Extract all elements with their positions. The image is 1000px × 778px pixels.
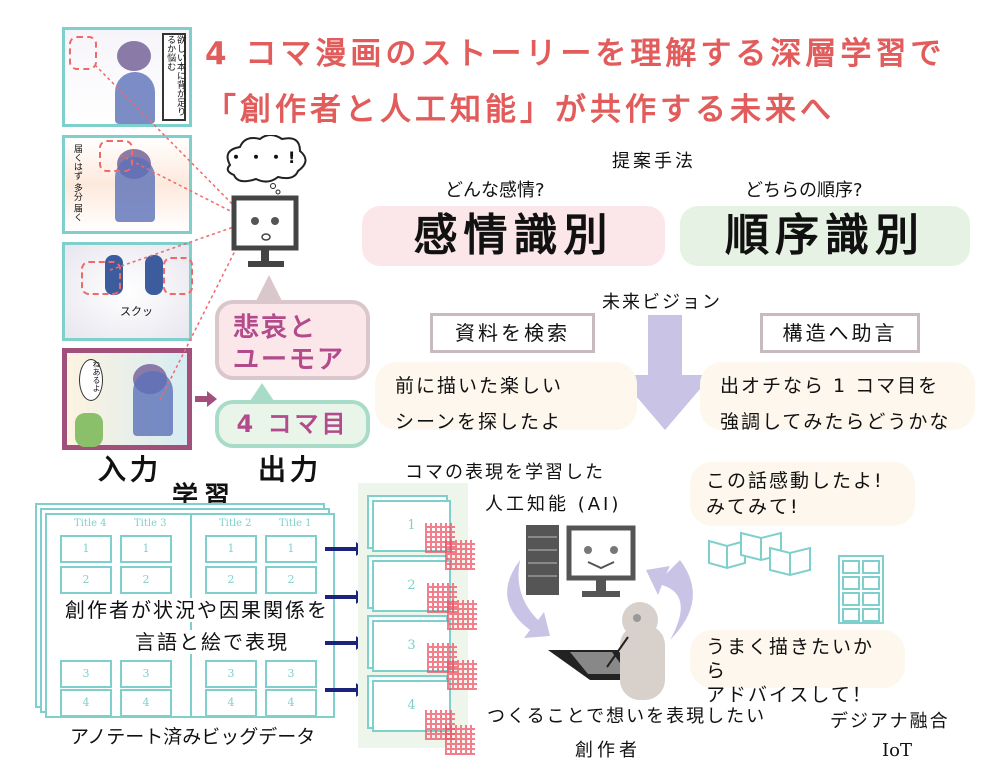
creator-label-2: 創作者 (575, 740, 641, 761)
method-heading: 提案手法 (612, 151, 696, 172)
comic-panel-1: 欲しい本に背が足りるか悩む (62, 27, 192, 127)
down-arrow-icon (618, 315, 712, 430)
panel-cell: 2 (120, 566, 172, 594)
search-message: 前に描いた楽しいシーンを探したよ (375, 362, 637, 433)
emotion-recognition: 感情識別 (362, 206, 665, 266)
panel-cell: 4 (205, 689, 257, 717)
ai-speech-bubble: この話感動したよ! みてみて! (690, 462, 915, 526)
arrow-icon (325, 636, 365, 650)
comic-panel-2: 届くはず 多分 届く (62, 135, 192, 234)
panel-text: 届くはず 多分 届く (71, 144, 82, 222)
panel-cell: 4 (265, 689, 317, 717)
panel-cell: 4 (60, 689, 112, 717)
msg-line: みてみて! (706, 496, 800, 518)
ai-label-2: 人工知能 (AI) (485, 494, 622, 515)
iot-label-1: デジアナ融合 (830, 711, 950, 732)
msg-line: 前に描いた楽しい (395, 375, 564, 397)
order-question: どちらの順序? (745, 180, 863, 201)
panel-cell: 3 (120, 660, 172, 688)
panel-cell: 3 (205, 660, 257, 688)
panel-cell: 3 (60, 660, 112, 688)
msg-line: 強調してみたらどうかな (720, 411, 951, 433)
bubble-tail (255, 275, 283, 303)
feature-map-icon (447, 600, 477, 630)
speech-balloon: ねあるよ (79, 359, 103, 401)
panel-arrow-head (207, 391, 217, 407)
overlay-line1: 創作者が状況や因果関係を (65, 598, 329, 622)
panel-cell: 4 (120, 689, 172, 717)
panel-cell: 3 (265, 660, 317, 688)
feature-map-icon (445, 725, 475, 755)
thought-bubble: ・・・! (228, 148, 300, 167)
overlay-line2: 言語と絵で表現 (135, 630, 289, 654)
title-label: Title 2 (219, 518, 252, 529)
feature-map-icon (447, 660, 477, 690)
bubble-tail (250, 383, 274, 401)
arrow-icon (325, 683, 365, 697)
ai-label-1: コマの表現を学習した (405, 462, 605, 483)
title-line1: 4 コマ漫画のストーリーを理解する深層学習で (205, 36, 946, 72)
msg-line: アドバイスして！ (706, 684, 873, 706)
panel-arrow (195, 396, 209, 402)
feature-map-icon (445, 540, 475, 570)
robot-icon (226, 135, 307, 267)
comic-panel-4: ねあるよ (62, 348, 192, 450)
iot-devices-icon (708, 531, 811, 577)
arrow-icon (325, 542, 365, 556)
panel-cell: 1 (120, 535, 172, 563)
panel-cell: 1 (60, 535, 112, 563)
attention-lines (94, 64, 249, 401)
panel-cell: 1 (205, 535, 257, 563)
ai-computer-icon (507, 525, 693, 700)
output-label: 出力 (258, 453, 323, 486)
iot-label-2: IoT (882, 740, 912, 761)
advice-message: 出オチなら 1 コマ目を強調してみたらどうかな (700, 362, 975, 433)
building-icon (838, 555, 884, 624)
sound-effect: スクッ (120, 305, 153, 318)
vision-heading: 未来ビジョン (602, 292, 722, 313)
msg-line: この話感動したよ! (706, 470, 884, 492)
caption-box: 欲しい本に背が足りるか悩む (162, 33, 186, 121)
title-line2: 「創作者と人工知能」が共作する未来へ (205, 92, 835, 128)
dataset-label: アノテート済みビッグデータ (70, 726, 316, 748)
title-label: Title 1 (279, 518, 312, 529)
input-label: 入力 (98, 453, 163, 486)
panel-cell: 2 (265, 566, 317, 594)
creator-label-1: つくることで想いを表現したい (487, 706, 767, 727)
emotion-question: どんな感情? (445, 180, 545, 201)
arrow-icon (325, 590, 365, 604)
advice-box: 構造へ助言 (760, 313, 920, 353)
order-output-bubble: 4 コマ目 (215, 400, 370, 448)
order-recognition: 順序識別 (680, 206, 970, 266)
panel-cell: 2 (60, 566, 112, 594)
title-label: Title 4 (74, 518, 107, 529)
title-label: Title 3 (134, 518, 167, 529)
creator-speech-bubble: うまく描きたいからアドバイスして！ (690, 630, 905, 706)
panel-cell: 1 (265, 535, 317, 563)
comic-panel-3: スクッ (62, 242, 193, 341)
msg-line: シーンを探したよ (395, 411, 563, 433)
search-box: 資料を検索 (430, 313, 595, 353)
emotion-output-bubble: 悲哀と ユーモア (215, 300, 370, 380)
panel-cell: 2 (205, 566, 257, 594)
msg-line: うまく描きたいから (706, 636, 875, 682)
msg-line: 出オチなら 1 コマ目を (720, 375, 940, 397)
